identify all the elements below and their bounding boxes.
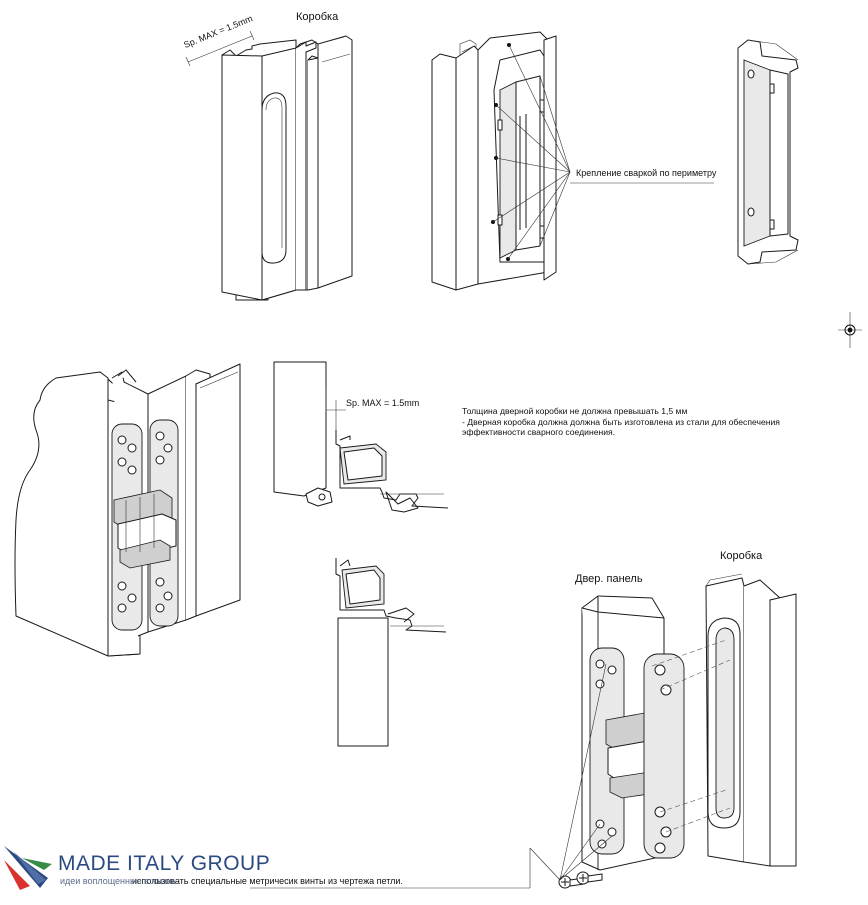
frame-profile-drawing [185, 30, 353, 301]
metric-screws [558, 871, 603, 889]
frame-label-bottom: Коробка [720, 550, 763, 562]
metric-screws-note: использовать специальные метричесик винт… [132, 876, 403, 886]
exploded-assembly-drawing [250, 573, 797, 889]
section-view-drawing [273, 361, 449, 513]
note-line-1: Толщина дверной коробки не должна превыш… [462, 406, 688, 416]
registration-mark [838, 312, 862, 348]
weld-perimeter-label: Крепление сваркой по периметру [576, 168, 717, 178]
note-line-2: - Дверная коробка должна должна быть изг… [462, 416, 780, 427]
brand-tagline: идеи воплощенные в жизнь [60, 876, 177, 886]
hinge-screws [117, 431, 173, 613]
frame-label-top: Коробка [296, 11, 339, 23]
thickness-note: Толщина дверной коробки не должна превыш… [462, 406, 802, 438]
weld-plate-drawing [737, 39, 799, 265]
door-panel-label: Двер. панель [575, 573, 643, 585]
welded-frame-drawing [431, 31, 714, 291]
sp-max-mid-label: Sp. MAX = 1.5mm [346, 398, 420, 408]
section-view-2-drawing [335, 558, 447, 747]
brand-name: MADE ITALY GROUP [58, 852, 271, 875]
company-logo [4, 846, 52, 890]
note-line-3: эффективности сварного соединения. [462, 427, 616, 438]
installed-hinge-drawing [14, 363, 241, 657]
